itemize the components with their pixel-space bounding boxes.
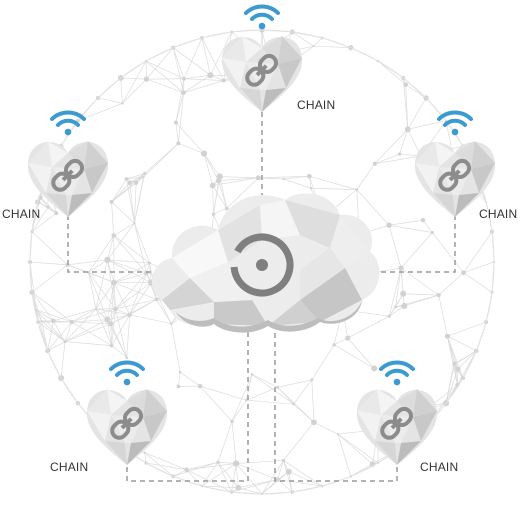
chain-node-right (415, 113, 495, 217)
chain-node-top (222, 7, 302, 112)
wifi-icon (52, 113, 84, 136)
node-label-bottom-right: CHAIN (420, 460, 458, 474)
node-label-right: CHAIN (479, 207, 517, 221)
chain-node-left (28, 113, 108, 217)
wifi-icon (111, 363, 143, 386)
chain-node-bottom-left (87, 363, 167, 465)
node-label-bottom-left: CHAIN (50, 460, 88, 474)
node-label-left: CHAIN (2, 207, 40, 221)
chain-node-bottom-right (357, 363, 437, 465)
node-label-top: CHAIN (297, 98, 335, 112)
wifi-icon (439, 113, 471, 136)
wifi-icon (246, 7, 278, 30)
wifi-icon (381, 363, 413, 386)
